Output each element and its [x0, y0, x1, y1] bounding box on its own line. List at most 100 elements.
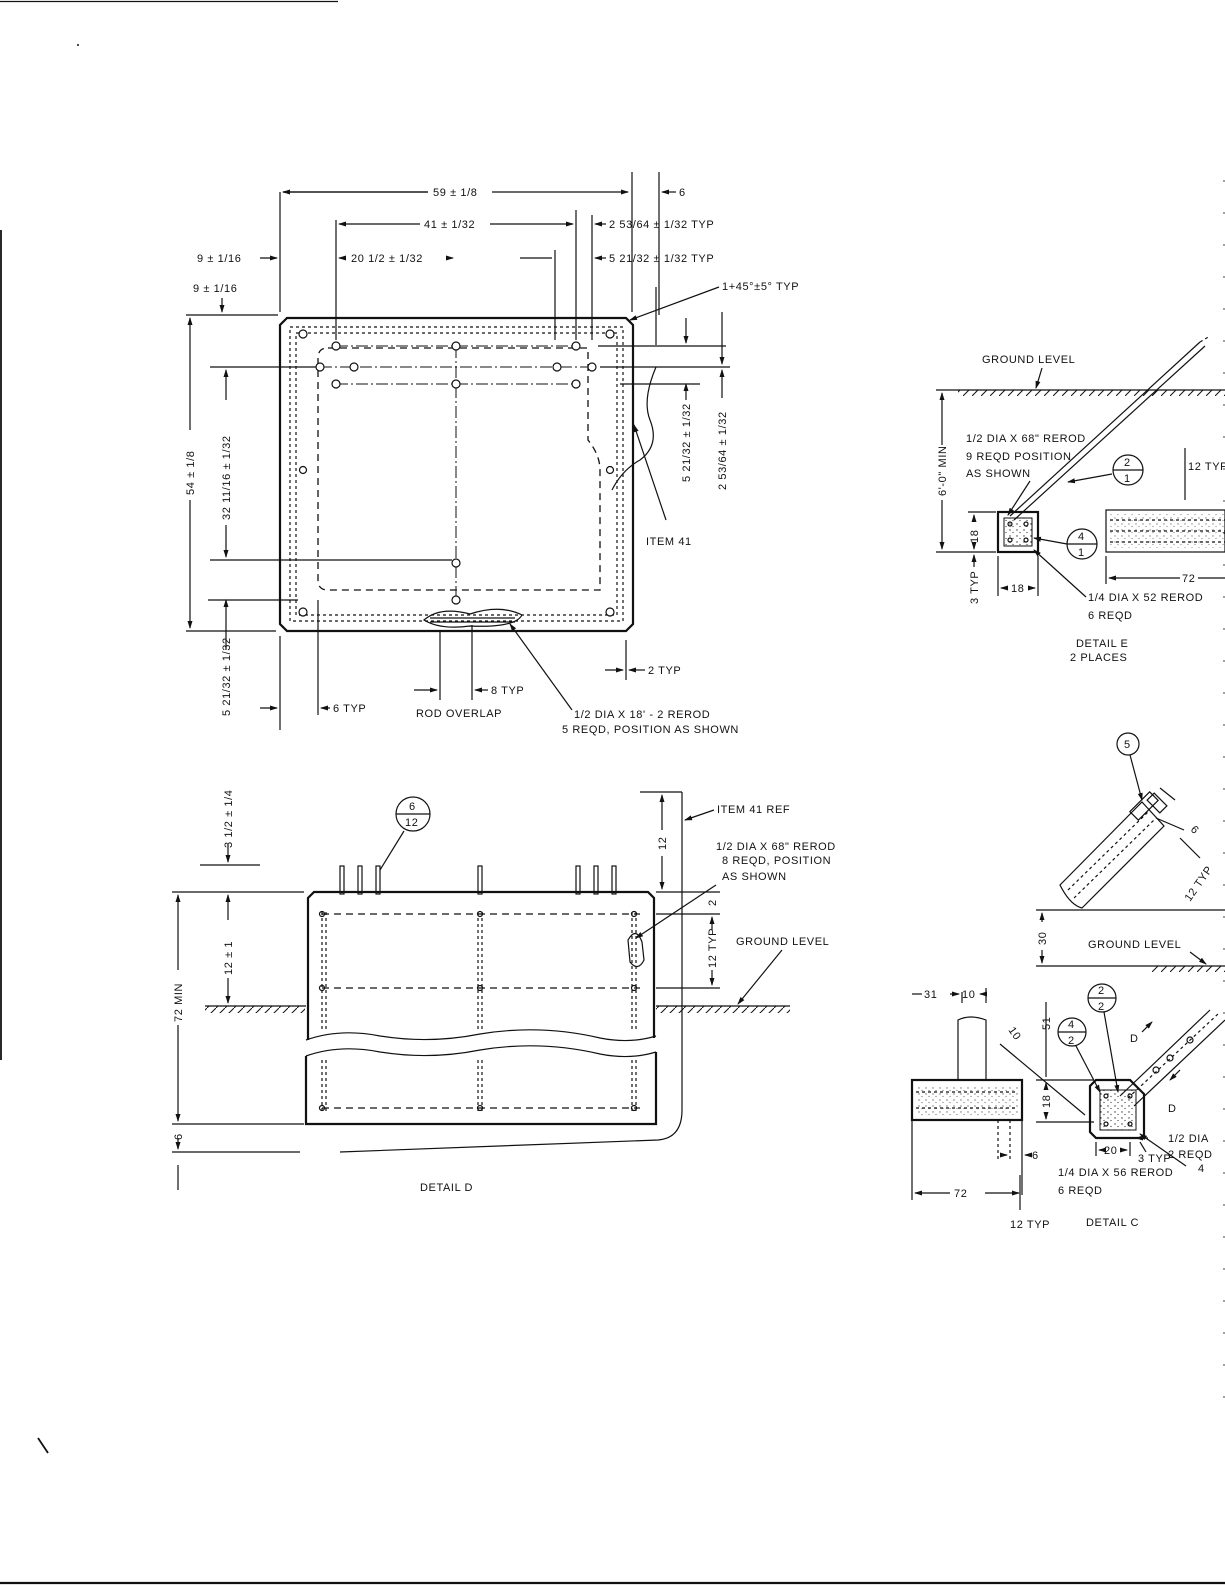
callout-12: 12 — [405, 817, 418, 829]
rod-overlap-cutaway — [422, 608, 523, 628]
rerod-e-4: 1/4 DIA X 52 REROD — [1088, 592, 1203, 604]
slab-outline — [278, 316, 635, 633]
item-41-ref-line — [339, 792, 683, 1153]
detail-d-upper-block — [306, 890, 656, 1040]
dim-54: 54 ± 1/8 — [185, 451, 197, 495]
detail-c-title: DETAIL C — [1086, 1217, 1139, 1229]
plan-view: 59 ± 1/8 6 41 ± 1/32 2 53/64 ± 1/32 TYP … — [185, 172, 799, 736]
rerod-c-2: 6 REQD — [1058, 1185, 1103, 1197]
rerod-e-5: 6 REQD — [1088, 610, 1133, 622]
dim-8-typ: 8 TYP — [491, 685, 524, 697]
dim-72-c: 72 — [954, 1188, 967, 1200]
detail-c: 5 6 12 TYP 30 GROUND LEVEL 31 10 — [910, 732, 1225, 1231]
rerod-note-2: 5 REQD, POSITION AS SHOWN — [562, 724, 739, 736]
rebar-cage-outline — [317, 347, 601, 591]
callout-e-1b: 1 — [1078, 547, 1085, 559]
dim-overall-width: 59 ± 1/8 — [433, 187, 477, 199]
dim-2-typ: 2 TYP — [648, 665, 681, 677]
rerod-3: AS SHOWN — [722, 871, 787, 883]
callout-e-4: 4 — [1078, 531, 1085, 543]
dim-12-typ-c: 12 TYP — [1010, 1219, 1050, 1231]
dim-2-53-64-v: 2 53/64 ± 1/32 — [717, 411, 729, 490]
dim-51: 51 — [1041, 1017, 1053, 1030]
dim-12-1: 12 ± 1 — [223, 941, 235, 975]
dim-3-1-2: 3 1/2 ± 1/4 — [223, 789, 235, 848]
dim-10: 10 — [962, 989, 975, 1001]
dim-2: 2 — [707, 899, 719, 906]
rerod-2: 8 REQD, POSITION — [722, 855, 831, 867]
callout-c-2b: 2 — [1098, 1001, 1105, 1013]
item-41-label: ITEM 41 — [646, 536, 692, 548]
detail-e-subtitle: 2 PLACES — [1070, 652, 1127, 664]
dim-6-typ: 6 TYP — [333, 703, 366, 715]
speck-mark — [37, 1437, 49, 1454]
break-line-top — [305, 1029, 657, 1042]
side-post — [957, 1016, 987, 1080]
dim-6-small: 6 — [1032, 1150, 1039, 1162]
item-41-break-line — [611, 366, 657, 491]
ground-level-d: GROUND LEVEL — [736, 936, 829, 948]
speck — [77, 44, 79, 46]
dim-5-21-32-v: 5 21/32 ± 1/32 — [681, 403, 693, 482]
dim-right-6: 6 — [679, 187, 686, 199]
callout-c-2a: 2 — [1098, 985, 1105, 997]
callout-circle-5 — [1116, 732, 1140, 756]
dim-6-d: 6 — [173, 1133, 185, 1140]
dim-12-typ-diag: 12 TYP — [1183, 864, 1216, 904]
dim-12-typ-e: 12 TYP — [1188, 461, 1225, 473]
front-section — [1088, 1078, 1146, 1140]
dim-18-h-e: 18 — [1011, 583, 1024, 595]
callout-e-1a: 1 — [1124, 473, 1131, 485]
dim-72-e: 72 — [1182, 573, 1195, 585]
side-footing — [910, 1078, 1024, 1122]
earth-hatch-e — [958, 390, 1225, 396]
rerod-c-1: 1/4 DIA X 56 REROD — [1058, 1167, 1173, 1179]
dim-5-21-32-typ: 5 21/32 ± 1/32 TYP — [609, 253, 714, 265]
dim-12-typ: 12 TYP — [707, 928, 719, 968]
post-line-2 — [1013, 345, 1206, 521]
rod-overlap-label: ROD OVERLAP — [416, 708, 502, 720]
dim-20: 20 — [1104, 1145, 1117, 1157]
callout-5: 5 — [1124, 739, 1131, 751]
earth-hatch-right — [656, 1006, 790, 1013]
dim-12-top: 12 — [657, 837, 669, 850]
break-line-bottom — [305, 1045, 657, 1058]
dim-30: 30 — [1037, 932, 1049, 945]
cutaway-detail — [627, 932, 645, 968]
rerod-e-2: 9 REQD POSITION — [966, 451, 1072, 463]
ground-level-c: GROUND LEVEL — [1088, 939, 1181, 951]
detail-d-rebar — [318, 910, 640, 1112]
dim-9-b: 9 ± 1/16 — [193, 283, 237, 295]
post-section — [996, 510, 1040, 554]
callout-c-4: 4 — [1068, 1019, 1075, 1031]
earth-hatch-c — [1150, 966, 1225, 972]
detail-e-title: DETAIL E — [1076, 638, 1128, 650]
mark-4: 4 — [1198, 1163, 1205, 1175]
rerod-c-right-1: 1/2 DIA — [1168, 1133, 1209, 1145]
callout-e-2: 2 — [1124, 457, 1131, 469]
post-line-1 — [1009, 341, 1201, 517]
hole-pattern — [298, 329, 615, 617]
slab-edge-dash-inner — [295, 332, 618, 616]
dim-18-c: 18 — [1041, 1095, 1053, 1108]
rerod-e-1: 1/2 DIA X 68" REROD — [966, 433, 1086, 445]
dim-6-c: 6 — [1188, 824, 1201, 837]
rerod-1: 1/2 DIA X 68" REROD — [716, 841, 836, 853]
dim-3-typ-c: 3 TYP — [1138, 1153, 1171, 1165]
rerod-note-1: 1/2 DIA X 18' - 2 REROD — [574, 709, 710, 721]
rerod-e-3: AS SHOWN — [966, 468, 1031, 480]
footing-e — [1105, 509, 1225, 553]
chamfer-note: 1+45°±5° TYP — [722, 281, 799, 293]
detail-d-title: DETAIL D — [420, 1182, 473, 1194]
ground-level-e: GROUND LEVEL — [982, 354, 1075, 366]
dim-32: 32 11/16 ± 1/32 — [221, 435, 233, 520]
dim-9-a: 9 ± 1/16 — [197, 253, 241, 265]
dim-6-0-min: 6'-0" MIN — [937, 445, 949, 496]
callout-6: 6 — [409, 801, 416, 813]
detail-d: 6 12 — [172, 789, 836, 1194]
dim-5-21-32-bottom: 5 21/32 ± 1/32 — [221, 637, 233, 716]
section-d-2: D — [1168, 1103, 1177, 1115]
detail-e: GROUND LEVEL 1/2 DIA X 68" REROD 9 REQD … — [936, 335, 1225, 664]
dim-41: 41 ± 1/32 — [424, 219, 475, 231]
